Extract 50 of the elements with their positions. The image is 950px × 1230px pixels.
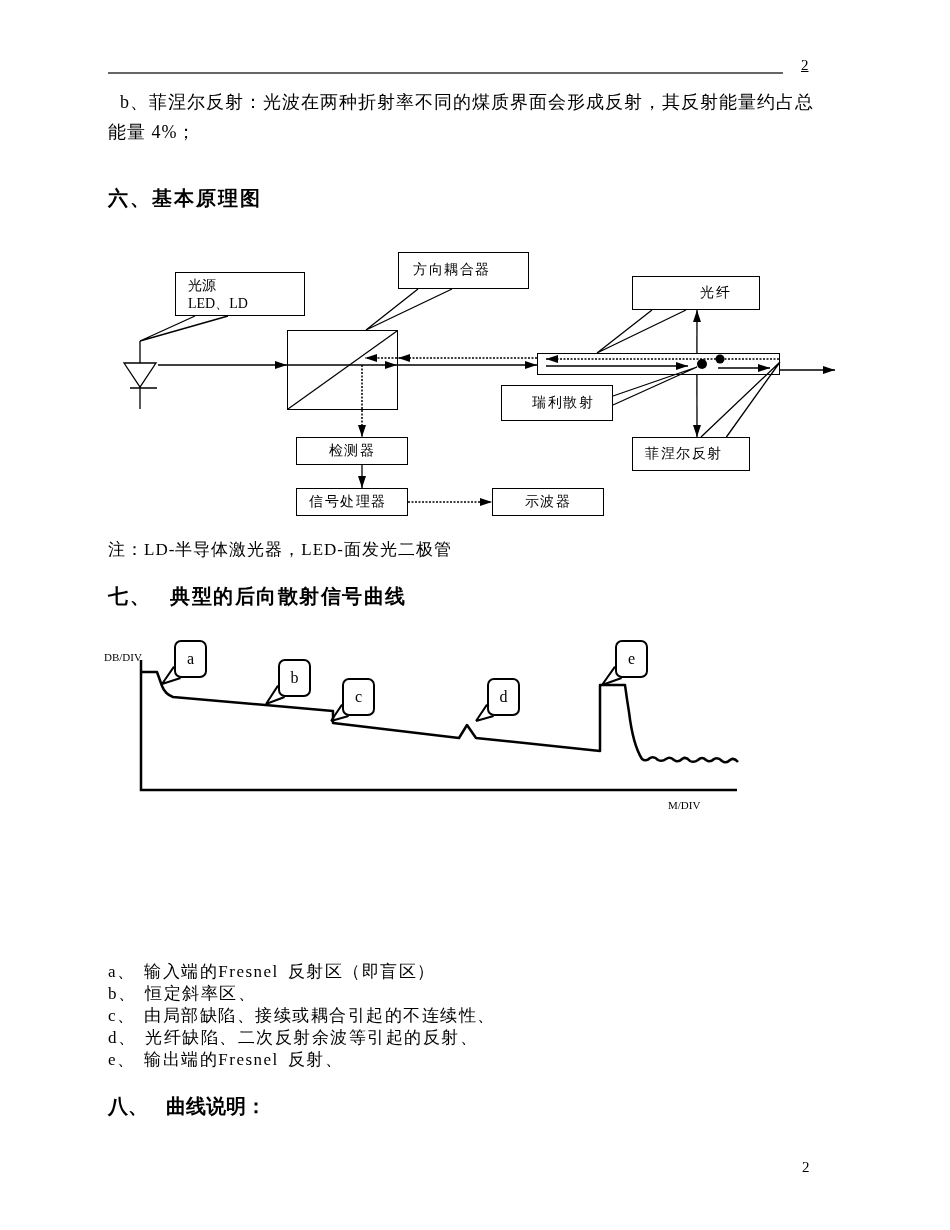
page-number: 2 bbox=[801, 56, 809, 74]
callout-pointer bbox=[139, 315, 229, 342]
callout-box: 光纤 bbox=[632, 276, 760, 310]
callout-pointer bbox=[161, 665, 182, 685]
callout-pointer bbox=[330, 703, 350, 722]
arrow bbox=[407, 498, 493, 506]
callout-pointer bbox=[596, 309, 687, 354]
dot-icon bbox=[697, 359, 707, 369]
callout-pointer bbox=[601, 665, 623, 686]
arrow bbox=[157, 361, 288, 369]
list-item: c、 由局部缺陷、接续或耦合引起的不连续性、 bbox=[108, 1005, 496, 1027]
optical-fiber bbox=[537, 353, 780, 375]
callout-box: 光源 LED、LD bbox=[175, 272, 305, 316]
callout-bubble: e bbox=[615, 640, 648, 678]
list-item: a、 输入端的Fresnel 反射区（即盲区） bbox=[108, 961, 436, 983]
process-box: 信号处理器 bbox=[296, 488, 408, 516]
paragraph: b、菲涅尔反射：光波在两种折射率不同的煤质界面会形成反射，其反射能量约占总能量 4%； bbox=[108, 91, 815, 144]
process-box: 示波器 bbox=[492, 488, 604, 516]
arrow bbox=[358, 409, 366, 438]
arrow bbox=[692, 309, 701, 354]
callout-box: 瑞利散射 bbox=[501, 385, 613, 421]
arrow bbox=[779, 366, 836, 374]
list-item: d、 光纤缺陷、二次反射余波等引起的反射、 bbox=[108, 1027, 479, 1049]
callout-pointer bbox=[612, 366, 698, 406]
callout-box: 菲涅尔反射 bbox=[632, 437, 750, 471]
page-number: 2 bbox=[802, 1158, 810, 1176]
callout-pointer bbox=[265, 684, 286, 705]
section-heading: 八、 曲线说明： bbox=[108, 1094, 266, 1118]
beam-splitter-box bbox=[287, 330, 398, 410]
callout-pointer bbox=[475, 703, 495, 722]
callout-bubble: c bbox=[342, 678, 375, 716]
process-box: 检测器 bbox=[296, 437, 408, 465]
section-heading: 六、基本原理图 bbox=[108, 186, 262, 210]
axis-label: M/DIV bbox=[668, 799, 701, 812]
callout-pointer bbox=[365, 288, 453, 331]
arrow bbox=[358, 464, 366, 489]
note-text: 注：LD-半导体激光器，LED-面发光二极管 bbox=[108, 539, 453, 561]
diode-symbol bbox=[122, 341, 158, 409]
arrow bbox=[693, 374, 701, 438]
callout-pointer bbox=[700, 361, 781, 438]
list-item: e、 输出端的Fresnel 反射、 bbox=[108, 1049, 344, 1071]
arrow bbox=[397, 354, 538, 362]
callout-bubble: a bbox=[174, 640, 207, 678]
list-item: b、 恒定斜率区、 bbox=[108, 983, 257, 1005]
callout-bubble: d bbox=[487, 678, 520, 716]
section-heading: 七、 典型的后向散射信号曲线 bbox=[108, 584, 407, 608]
axis-label: DB/DIV bbox=[104, 651, 142, 664]
callout-bubble: b bbox=[278, 659, 311, 697]
callout-box: 方向耦合器 bbox=[398, 252, 529, 289]
arrow bbox=[397, 361, 538, 369]
